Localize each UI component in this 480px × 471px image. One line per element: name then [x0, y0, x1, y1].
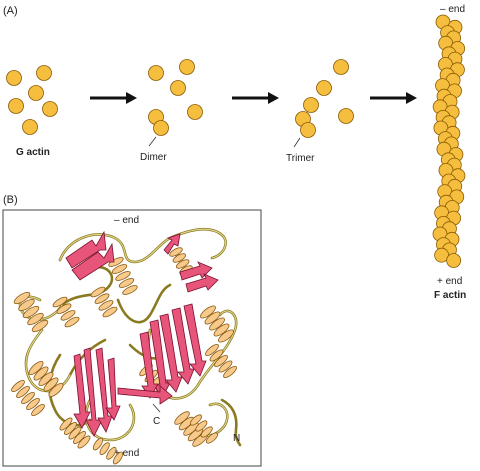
panel-a: (A) G actin Dimer Trimer – end + end F a… [3, 4, 466, 301]
alpha-helix [13, 291, 49, 333]
monomer [303, 97, 319, 113]
alpha-helix [200, 305, 234, 343]
trimer-stage-monomers [295, 59, 354, 138]
structure-plus-end-label: + end [114, 448, 139, 459]
alpha-helix [90, 286, 118, 318]
alpha-helix [92, 437, 124, 465]
alpha-helix [169, 247, 193, 275]
g-actin-label: G actin [16, 147, 50, 158]
g-actin-monomer [8, 98, 24, 114]
beta-sheets [65, 230, 219, 437]
dimer-label: Dimer [140, 152, 167, 163]
g-actin-monomer [42, 101, 58, 117]
panel-a-label: (A) [3, 5, 18, 17]
monomer [333, 59, 349, 75]
arrow-2 [232, 92, 279, 104]
f-actin-filament [432, 14, 466, 268]
alpha-helix [108, 257, 138, 295]
alpha-helix [205, 344, 237, 378]
monomer [316, 80, 332, 96]
panel-b-label: (B) [3, 194, 18, 206]
alpha-helix [28, 361, 64, 397]
g-actin-monomer [28, 85, 44, 101]
monomer [153, 120, 169, 136]
g-actin-monomer [6, 70, 22, 86]
g-actin-monomers [6, 65, 58, 135]
c-terminus-leader-line [152, 403, 161, 413]
f-actin-minus-end-label: – end [440, 4, 465, 15]
actin-ribbon-structure [11, 228, 242, 465]
f-actin-plus-end-label: + end [437, 276, 462, 287]
monomer [170, 80, 186, 96]
monomer [179, 59, 195, 75]
alpha-helix [190, 414, 218, 444]
arrow-1 [90, 92, 137, 104]
dimer-stage-monomers [148, 59, 203, 136]
monomer [300, 122, 316, 138]
f-actin-subunit [446, 253, 462, 268]
f-actin-label: F actin [434, 290, 466, 301]
alpha-helix [59, 417, 91, 449]
trimer-leader-line [293, 137, 301, 148]
monomer [338, 108, 354, 124]
g-actin-monomer [36, 65, 52, 81]
structure-minus-end-label: – end [114, 215, 139, 226]
alpha-helix [11, 379, 45, 417]
c-terminus-label: C [153, 416, 160, 427]
alpha-helix [52, 296, 80, 328]
monomer [148, 65, 164, 81]
n-terminus-label: N [233, 433, 240, 444]
g-actin-monomer [22, 119, 38, 135]
dimer-leader-line [148, 136, 157, 147]
panel-b: (B) – end + end [2, 194, 262, 467]
arrow-3 [370, 92, 417, 104]
trimer-label: Trimer [286, 153, 315, 164]
monomer [187, 104, 203, 120]
